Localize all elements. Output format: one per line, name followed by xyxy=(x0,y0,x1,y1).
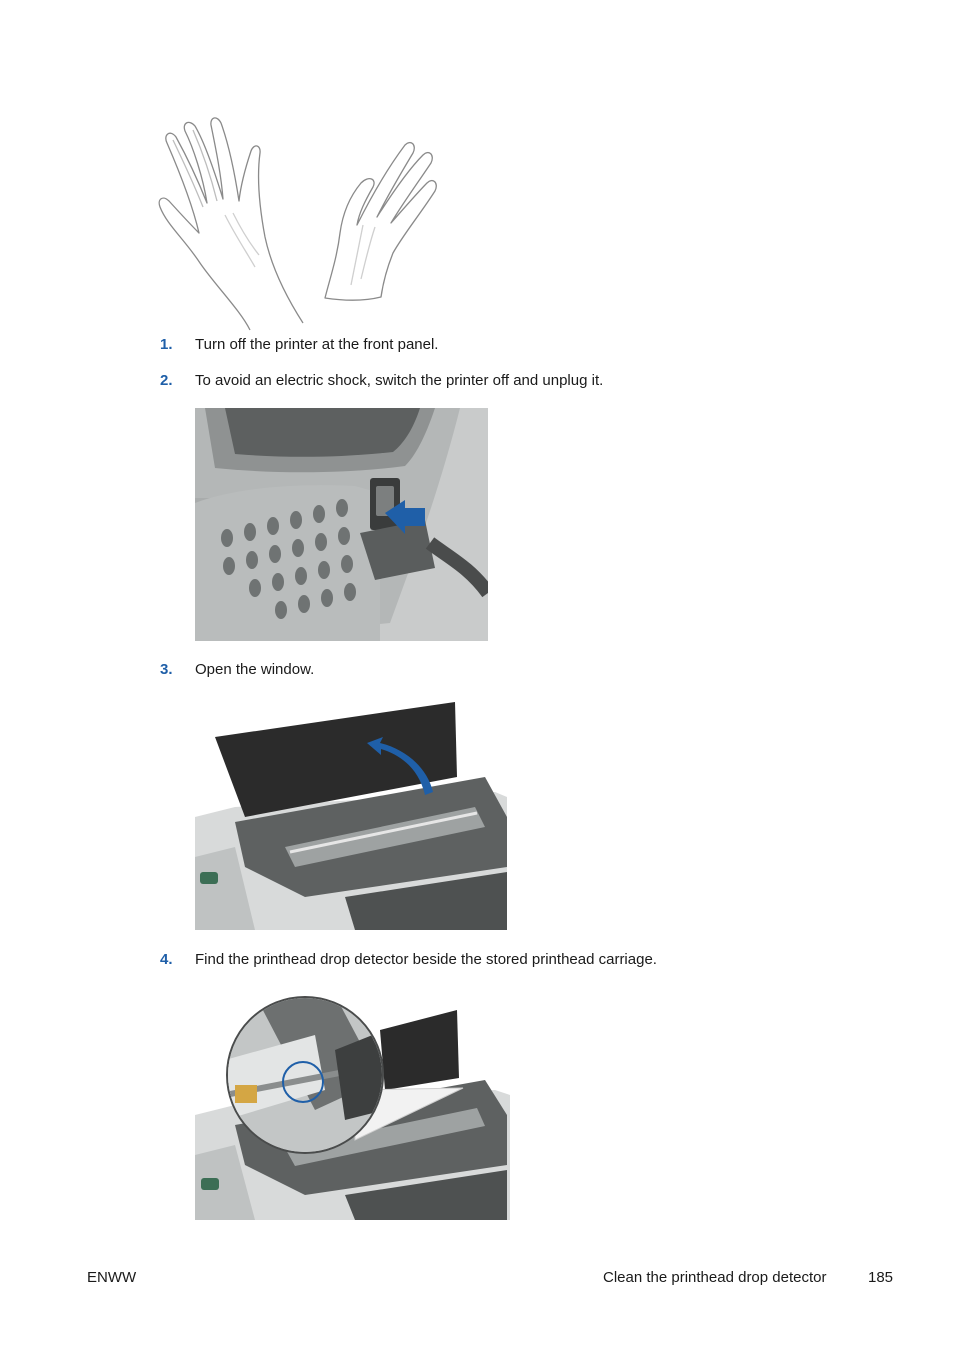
step-text: Open the window. xyxy=(195,661,315,678)
open-window-illustration xyxy=(195,697,507,930)
step-number: 3. xyxy=(160,661,173,678)
power-switch-illustration xyxy=(195,408,488,641)
gloves-illustration xyxy=(155,95,470,335)
footer-section-title: Clean the printhead drop detector xyxy=(603,1269,827,1286)
step-text: To avoid an electric shock, switch the p… xyxy=(195,372,604,389)
step-number: 4. xyxy=(160,951,173,968)
drop-detector-illustration xyxy=(195,990,510,1220)
step-number: 2. xyxy=(160,372,173,389)
footer-left: ENWW xyxy=(87,1269,137,1286)
step-text: Find the printhead drop detector beside … xyxy=(195,951,657,968)
step-number: 1. xyxy=(160,336,173,353)
page-number: 185 xyxy=(868,1269,894,1286)
step-text: Turn off the printer at the front panel. xyxy=(195,336,439,353)
